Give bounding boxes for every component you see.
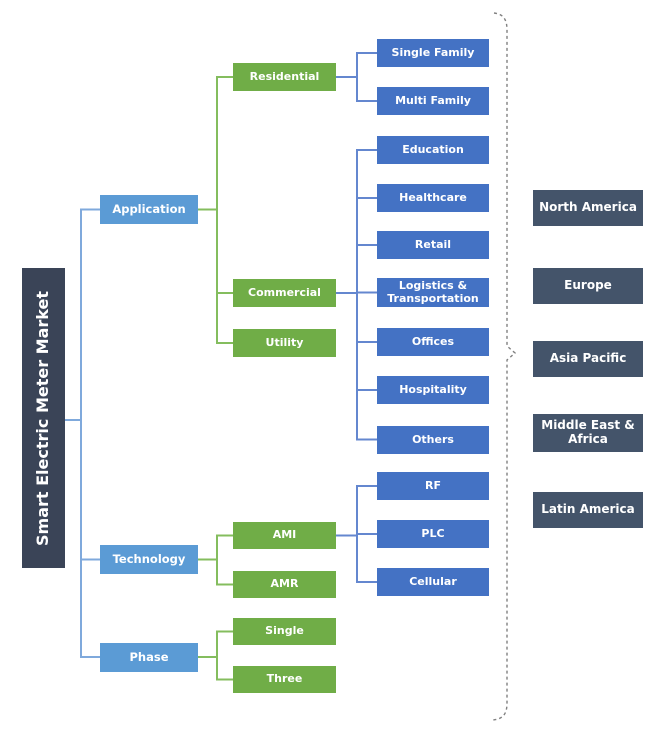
level3-label: Residential: [249, 69, 320, 83]
level4-box-healthcare: Healthcare: [377, 184, 489, 212]
level2-connectors: [198, 76, 233, 681]
region-box-middle-east-africa: Middle East & Africa: [533, 414, 643, 452]
segment-brace: [492, 12, 517, 721]
level4-box-retail: Retail: [377, 231, 489, 259]
level3-label: Three: [266, 672, 303, 686]
level3-connectors: [336, 52, 377, 583]
level4-label: Healthcare: [399, 190, 467, 204]
level4-box-plc: PLC: [377, 520, 489, 548]
level3-box-amr: AMR: [233, 571, 336, 598]
level2-label: Phase: [129, 649, 169, 664]
region-box-north-america: North America: [533, 190, 643, 226]
level4-box-single-family: Single Family: [377, 39, 489, 67]
level3-label: Utility: [265, 335, 304, 349]
level4-box-logistics-transportation: Logistics & Transportation: [377, 278, 489, 307]
level3-label: AMI: [272, 528, 297, 542]
level4-label: Cellular: [409, 574, 457, 588]
level4-label: Retail: [414, 237, 452, 251]
level2-box-application: Application: [100, 195, 198, 224]
level4-box-others: Others: [377, 426, 489, 454]
level3-box-residential: Residential: [233, 63, 336, 91]
level3-box-commercial: Commercial: [233, 279, 336, 307]
level3-label: Single: [265, 624, 304, 638]
level3-label: Commercial: [248, 285, 321, 299]
region-label: Europe: [564, 278, 612, 293]
region-box-latin-america: Latin America: [533, 492, 643, 528]
level4-label: Education: [402, 142, 464, 156]
level4-label: PLC: [421, 526, 445, 540]
level4-box-multi-family: Multi Family: [377, 87, 489, 115]
region-label: North America: [539, 200, 637, 215]
root-box-smart-electric-meter-market: Smart Electric Meter Market: [22, 268, 65, 568]
level2-box-phase: Phase: [100, 643, 198, 672]
level4-box-rf: RF: [377, 472, 489, 500]
level4-label: Offices: [411, 334, 455, 348]
level2-label: Application: [112, 201, 186, 216]
level3-box-utility: Utility: [233, 329, 336, 357]
region-label: Latin America: [541, 502, 635, 517]
level4-label: RF: [425, 478, 441, 492]
level2-label: Technology: [112, 551, 186, 566]
level4-box-education: Education: [377, 136, 489, 164]
region-label: Middle East & Africa: [541, 418, 635, 446]
level3-box-ami: AMI: [233, 522, 336, 549]
level4-label: Others: [412, 432, 454, 446]
region-label: Asia Pacific: [549, 351, 627, 366]
region-box-asia-pacific: Asia Pacific: [533, 341, 643, 377]
level4-label: Logistics & Transportation: [387, 278, 479, 305]
level4-label: Hospitality: [399, 382, 467, 396]
level4-box-hospitality: Hospitality: [377, 376, 489, 404]
level2-box-technology: Technology: [100, 545, 198, 574]
level3-box-single: Single: [233, 618, 336, 645]
level4-box-cellular: Cellular: [377, 568, 489, 596]
root-connectors: [65, 208, 100, 658]
region-box-europe: Europe: [533, 268, 643, 304]
level4-label: Multi Family: [395, 93, 471, 107]
root-label: Smart Electric Meter Market: [33, 290, 53, 546]
level3-label: AMR: [270, 577, 299, 591]
level4-label: Single Family: [391, 45, 475, 59]
level3-box-three: Three: [233, 666, 336, 693]
level4-box-offices: Offices: [377, 328, 489, 356]
